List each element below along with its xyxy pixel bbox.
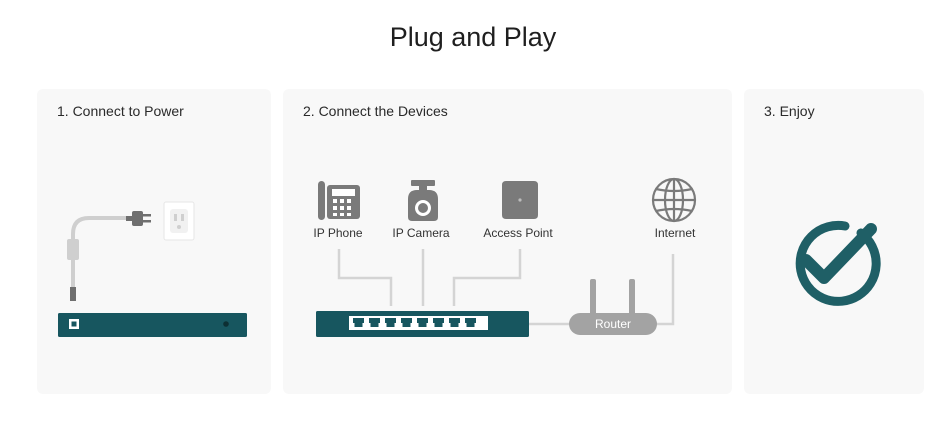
wall-outlet-icon [163, 201, 195, 241]
access-point-icon [502, 181, 538, 219]
step-1-title: 1. Connect to Power [57, 103, 184, 119]
device-label-ip-camera: IP Camera [392, 226, 450, 240]
page-title: Plug and Play [389, 22, 557, 52]
power-adapter [67, 239, 79, 260]
devices-illustration [316, 177, 697, 337]
step-3-title: 3. Enjoy [764, 103, 815, 119]
enjoy-illustration [795, 220, 881, 306]
step-connect-devices-panel: 2. Connect the Devices [283, 89, 732, 394]
router-label: Router [594, 317, 632, 331]
device-label-ip-phone: IP Phone [313, 226, 363, 240]
network-switch-front [316, 311, 529, 337]
power-cable [71, 216, 126, 293]
step-connect-power-panel: 1. Connect to Power [37, 89, 271, 394]
checkmark-circle-icon [795, 220, 881, 306]
connection-lines [337, 249, 675, 326]
power-plug-icon [126, 211, 151, 226]
step-enjoy-panel: 3. Enjoy [744, 89, 924, 394]
step-2-title: 2. Connect the Devices [303, 103, 448, 119]
globe-icon [651, 177, 697, 223]
network-switch-side [58, 313, 247, 337]
router-icon [569, 279, 657, 335]
device-label-internet: Internet [654, 226, 696, 240]
ip-camera-icon [408, 180, 438, 221]
ip-phone-icon [318, 181, 360, 220]
device-label-access-point: Access Point [483, 226, 553, 240]
power-illustration [58, 201, 247, 337]
